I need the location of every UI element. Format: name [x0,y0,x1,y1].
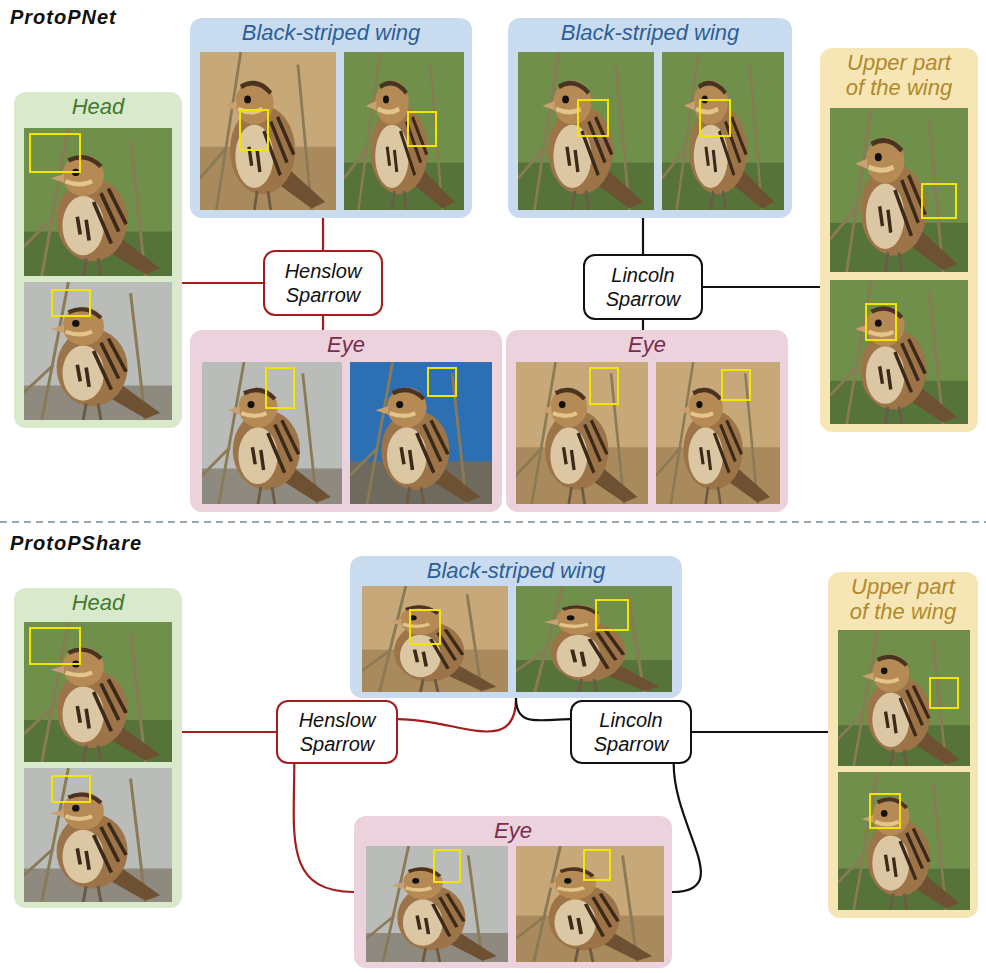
class-box: Lincoln Sparrow [570,700,692,764]
prototype-title: Head [18,92,178,119]
prototype-group: Eye [354,816,672,968]
prototype-group: Upper part of the wing [828,572,978,918]
prototype-group: Black-striped wing [508,18,792,218]
prototype-group: Eye [190,330,502,512]
prototype-group: Head [14,92,182,428]
prototype-title: Black-striped wing [512,18,788,45]
class-name: Henslow Sparrow [271,259,375,307]
prototype-title: Black-striped wing [354,556,678,583]
class-prototype-link [322,218,324,250]
prototype-group: Eye [506,330,788,512]
class-prototype-link [294,764,354,892]
section-label: ProtoPShare [10,532,142,555]
class-prototype-link [672,764,701,892]
class-box: Henslow Sparrow [263,250,383,316]
prototype-group: Head [14,588,182,908]
section-label: ProtoPNet [10,6,117,29]
prototype-group: Upper part of the wing [820,48,978,432]
prototype-title: Upper part of the wing [842,48,956,101]
prototype-title: Eye [510,330,784,357]
prototype-title: Black-striped wing [194,18,468,45]
class-prototype-link [322,316,324,330]
class-prototype-link [398,698,516,732]
class-prototype-link [642,320,644,330]
prototype-title: Upper part of the wing [846,572,960,625]
class-prototype-link [182,731,276,733]
prototype-group: Black-striped wing [350,556,682,698]
class-name: Lincoln Sparrow [591,263,695,311]
prototype-title: Eye [358,816,668,843]
class-name: Lincoln Sparrow [578,708,684,756]
class-prototype-link [642,218,644,254]
prototype-title: Eye [194,330,498,357]
prototype-title: Head [18,588,178,615]
class-prototype-link [182,282,263,284]
prototype-group: Black-striped wing [190,18,472,218]
class-prototype-link [516,698,570,720]
class-box: Henslow Sparrow [276,700,398,764]
class-name: Henslow Sparrow [284,708,390,756]
class-box: Lincoln Sparrow [583,254,703,320]
class-prototype-link [703,286,820,288]
class-prototype-link [692,731,828,733]
